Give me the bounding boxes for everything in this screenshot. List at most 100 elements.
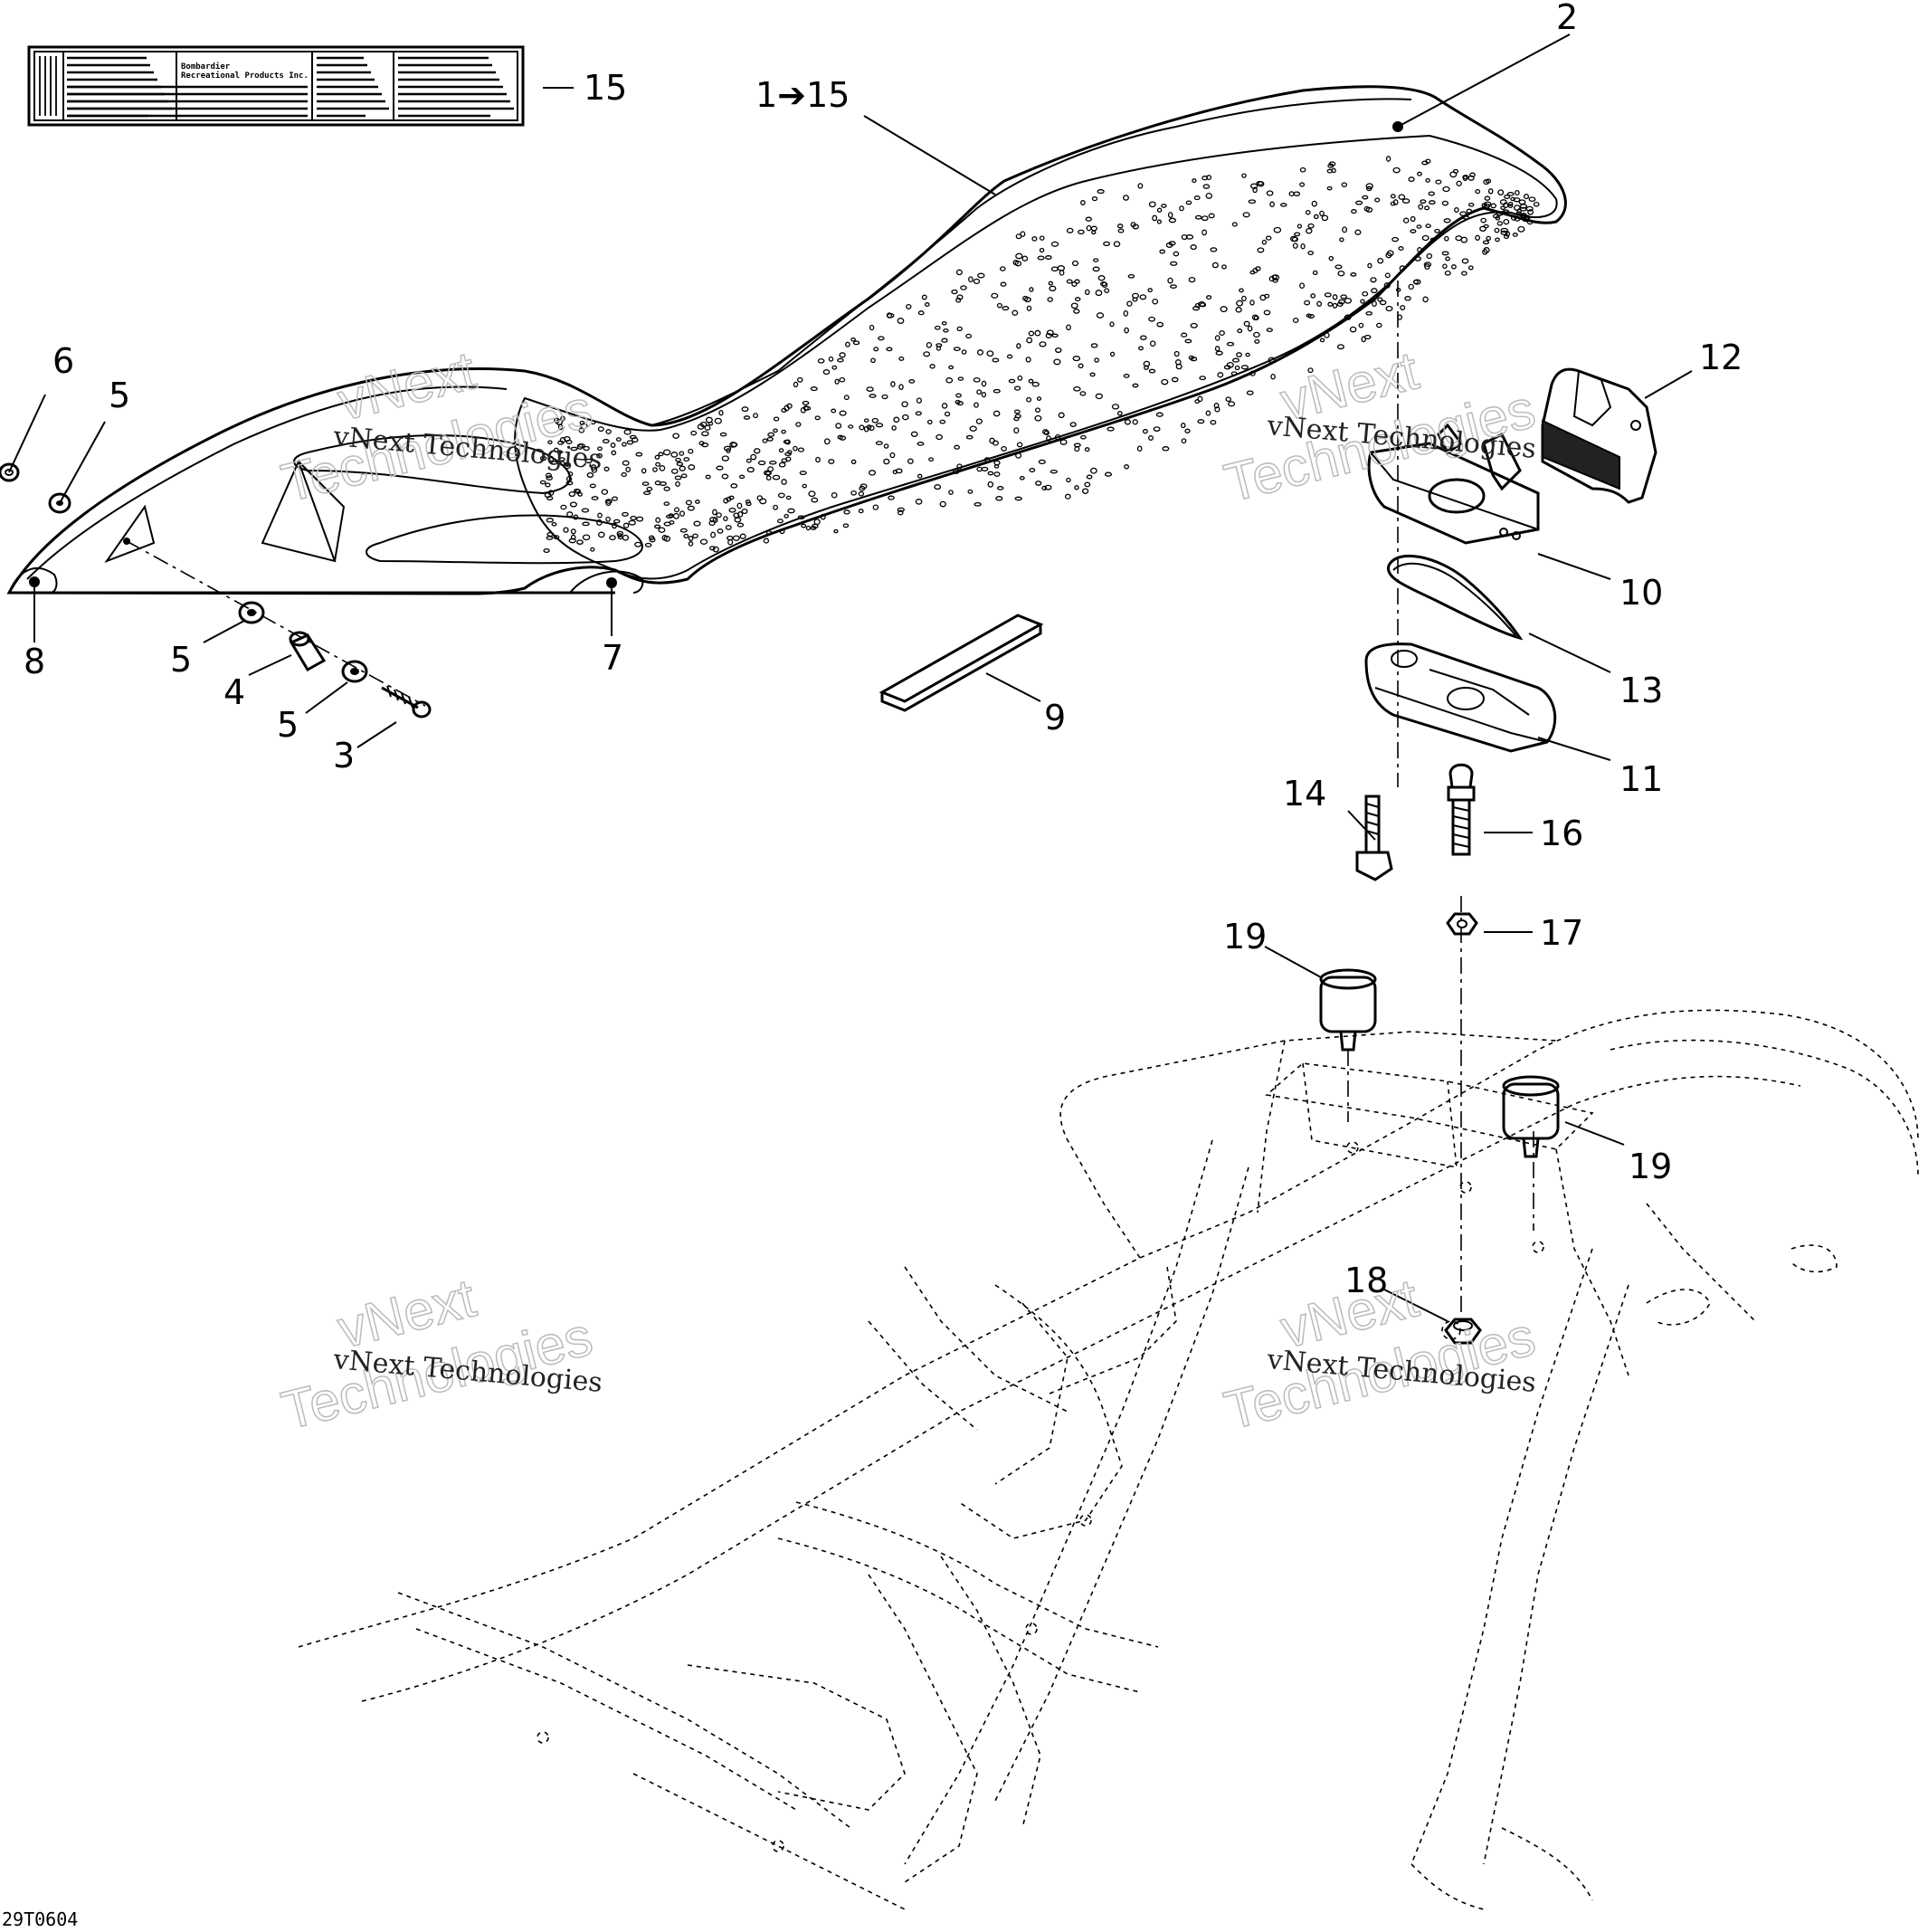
texture-dot	[1307, 367, 1314, 374]
texture-dot	[1417, 171, 1422, 176]
texture-dot	[1307, 250, 1315, 256]
texture-dot	[570, 528, 576, 535]
texture-dot	[951, 289, 958, 295]
texture-dot	[781, 429, 786, 434]
texture-dot	[1046, 435, 1051, 442]
texture-dot	[1101, 281, 1108, 289]
texture-dot	[1385, 305, 1393, 312]
texture-dot	[1510, 214, 1517, 221]
texture-dot	[1239, 288, 1244, 293]
texture-dot	[1049, 285, 1057, 291]
texture-dot	[622, 534, 630, 541]
texture-dot	[658, 452, 664, 457]
texture-dot	[1416, 224, 1422, 229]
texture-dot	[1031, 381, 1040, 387]
texture-dot	[1280, 203, 1287, 207]
texture-dot	[1466, 208, 1473, 214]
texture-dot	[842, 523, 850, 528]
texture-dot	[1520, 212, 1527, 219]
texture-dot	[655, 462, 661, 467]
texture-dot	[965, 434, 973, 440]
texture-dot	[712, 546, 719, 553]
texture-dot	[712, 517, 718, 523]
texture-dot	[581, 508, 590, 513]
texture-dot	[1516, 208, 1522, 214]
decal-label-part: Bombardier Recreational Products Inc.	[27, 45, 525, 127]
texture-dot	[799, 471, 807, 476]
texture-dot	[1181, 438, 1187, 444]
texture-dot	[1482, 249, 1488, 255]
texture-dot	[801, 523, 807, 528]
texture-dot	[1035, 481, 1042, 486]
texture-dot	[1483, 179, 1490, 186]
texture-dot	[723, 445, 732, 452]
texture-dot	[1523, 194, 1530, 200]
texture-dot	[1449, 171, 1458, 178]
texture-dot	[670, 452, 679, 458]
texture-dot	[967, 489, 973, 494]
texture-dot	[822, 369, 831, 376]
texture-dot	[1235, 307, 1242, 313]
texture-dot	[1226, 341, 1235, 347]
texture-dot	[717, 528, 724, 534]
texture-dot	[634, 541, 642, 547]
texture-dot	[1185, 200, 1192, 205]
texture-dot	[1156, 219, 1163, 224]
texture-dot	[1266, 328, 1273, 332]
texture-dot	[1034, 329, 1041, 337]
texture-dot	[615, 437, 622, 442]
texture-dot	[673, 507, 680, 513]
texture-dot	[723, 516, 728, 521]
texture-dot	[767, 432, 775, 437]
texture-dot	[1328, 255, 1334, 262]
texture-dot	[901, 401, 908, 408]
texture-dot	[642, 490, 651, 496]
texture-dot	[1142, 429, 1148, 434]
texture-dot	[870, 357, 876, 364]
texture-dot	[763, 470, 772, 476]
texture-dot	[1066, 279, 1073, 284]
texture-dot	[628, 519, 636, 526]
texture-dot	[1461, 258, 1469, 264]
texture-dot	[1334, 264, 1343, 270]
texture-dot	[1090, 343, 1098, 348]
texture-dot	[1402, 217, 1410, 224]
texture-dot	[773, 428, 778, 433]
texture-dot	[1097, 189, 1105, 195]
texture-dot	[1171, 376, 1179, 383]
texture-dot	[1137, 183, 1144, 189]
texture-dot	[1073, 443, 1081, 448]
texture-dot	[1127, 273, 1135, 279]
texture-dot	[787, 508, 795, 514]
texture-dot	[569, 501, 577, 508]
texture-dot	[1321, 214, 1329, 222]
texture-dot	[1390, 201, 1396, 206]
texture-dot	[746, 458, 752, 463]
texture-dot	[597, 531, 605, 538]
texture-dot	[668, 513, 674, 519]
texture-dot	[1390, 194, 1396, 199]
texture-dot	[659, 465, 666, 471]
texture-dot	[1354, 200, 1363, 205]
texture-dot	[1313, 214, 1319, 220]
texture-dot	[1190, 322, 1198, 328]
texture-dot	[1019, 476, 1025, 481]
texture-dot	[622, 442, 627, 447]
texture-dot	[923, 351, 931, 357]
texture-dot	[1344, 297, 1353, 304]
texture-dot	[1337, 270, 1345, 277]
texture-dot	[1307, 223, 1315, 229]
texture-dot	[1139, 294, 1147, 300]
texture-dot	[928, 457, 935, 462]
texture-dot	[1084, 481, 1091, 488]
texture-dot	[1249, 370, 1256, 376]
texture-dot	[850, 337, 856, 342]
texture-dot	[576, 443, 584, 450]
label-1-to-15: 1➔15	[755, 75, 850, 115]
texture-dot	[1354, 229, 1362, 235]
texture-dot	[1210, 419, 1217, 425]
texture-dot	[546, 495, 554, 501]
texture-dot	[1404, 296, 1411, 301]
texture-dot	[781, 479, 787, 485]
texture-dot	[1517, 225, 1525, 233]
